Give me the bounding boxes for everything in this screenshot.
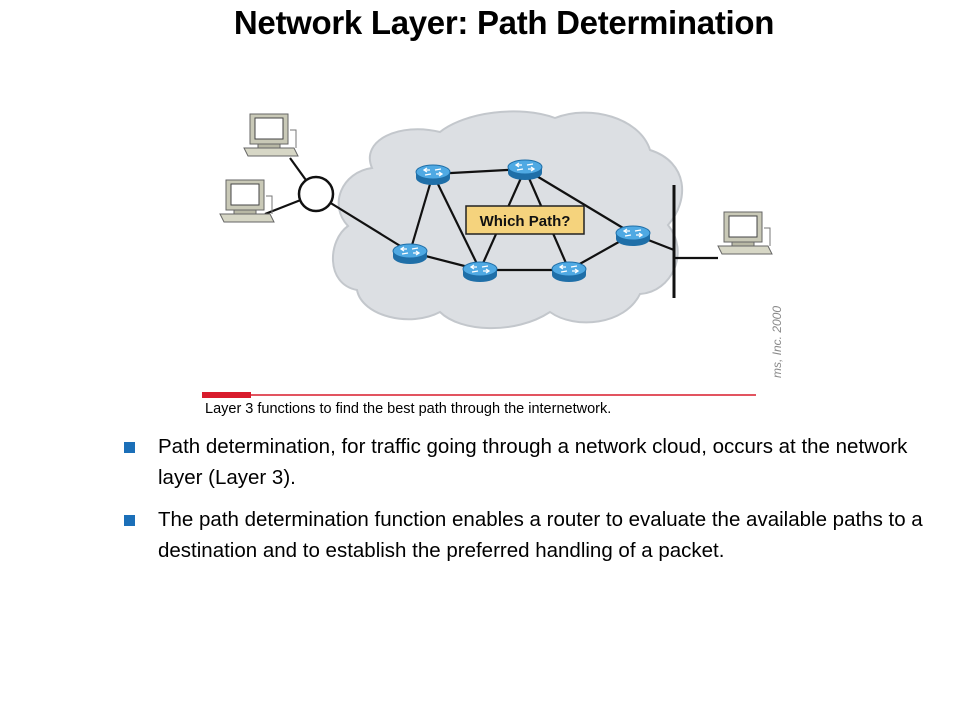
copyright-notice: ms, Inc. 2000 <box>770 305 784 378</box>
computer-icon <box>243 113 299 157</box>
bullet-list: Path determination, for traffic going th… <box>124 431 924 577</box>
router-icon <box>415 164 451 186</box>
slide-title: Network Layer: Path Determination <box>233 4 775 41</box>
computer-icon <box>717 211 773 255</box>
computer-icon <box>219 179 275 223</box>
which-path-label: Which Path? <box>480 213 571 230</box>
bullet-square-icon <box>124 515 135 526</box>
bullet-item: Path determination, for traffic going th… <box>124 431 924 493</box>
bullet-square-icon <box>124 442 135 453</box>
bullet-text: Path determination, for traffic going th… <box>158 435 908 489</box>
router-icon <box>462 261 498 283</box>
router-icon <box>615 225 651 247</box>
hub <box>297 175 335 213</box>
caption-accent <box>202 392 251 398</box>
which-path-callout <box>465 205 585 235</box>
diagram-caption: Layer 3 functions to find the best path … <box>205 401 612 417</box>
router-icon <box>392 243 428 265</box>
router-icon <box>507 159 543 181</box>
bullet-text: The path determination function enables … <box>158 508 923 562</box>
bullet-item: The path determination function enables … <box>124 504 924 566</box>
router-icon <box>551 261 587 283</box>
